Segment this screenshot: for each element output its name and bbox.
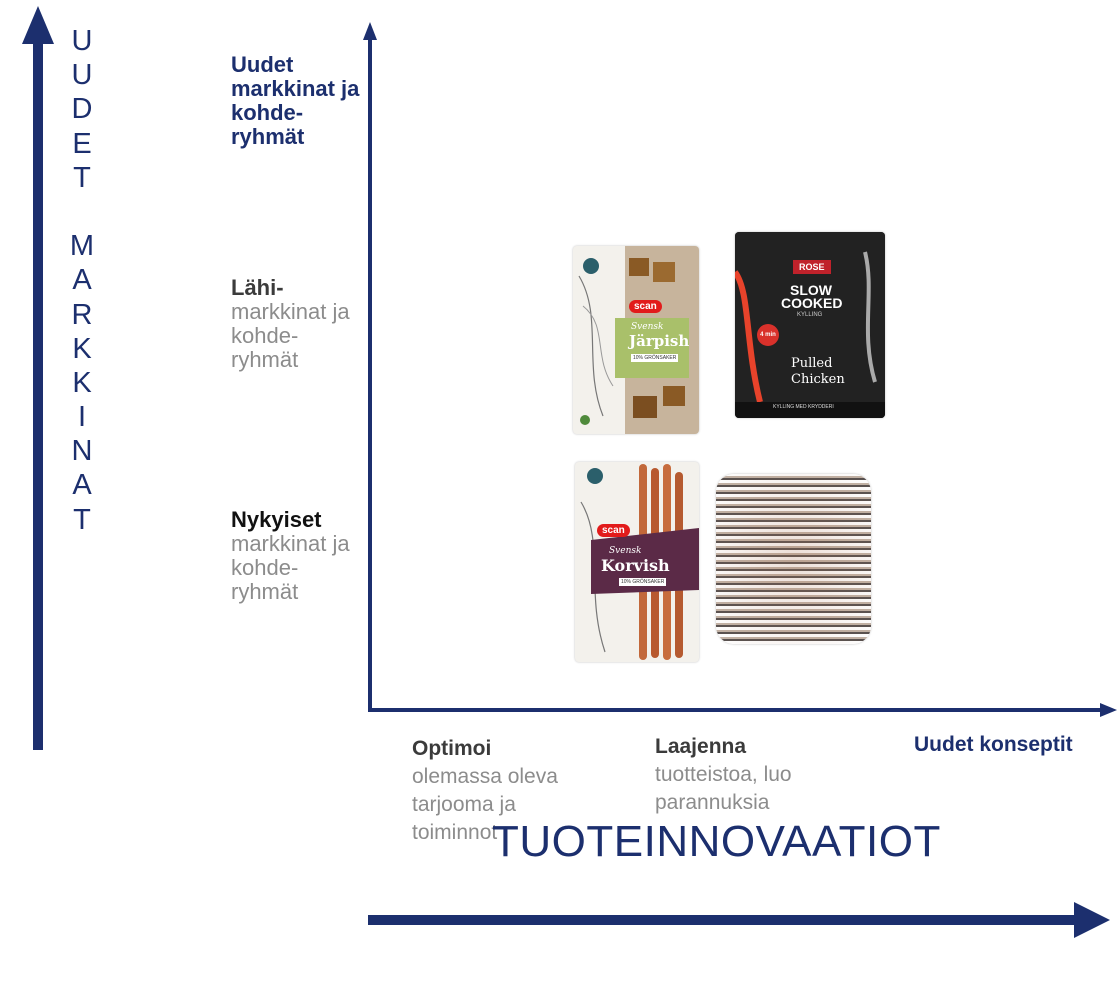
korvish-line: Svensk bbox=[609, 546, 642, 556]
korvish-name: Korvish bbox=[601, 556, 670, 575]
slow-cooked-footer: KYLLING MED KRYDDERI bbox=[773, 404, 834, 410]
jarpish-badge: 10% GRÖNSAKER bbox=[631, 354, 679, 362]
korvish-brand: scan bbox=[597, 524, 630, 537]
y-label-new-markets: Uudet markkinat ja kohde-ryhmät bbox=[231, 52, 360, 149]
slow-cooked-title: SLOW COOKED bbox=[781, 282, 843, 311]
jarpish-brand: scan bbox=[629, 300, 662, 313]
y-label-current-markets: Nykyiset markkinat ja kohde-ryhmät bbox=[231, 507, 350, 604]
vertical-title: U U D E T M A R K K I N A T bbox=[69, 25, 95, 536]
slow-cooked-sub: KYLLING bbox=[797, 312, 823, 318]
slow-cooked-time: 4 min bbox=[757, 324, 779, 346]
product-jarpish: scan Svensk Järpish 10% GRÖNSAKER bbox=[573, 246, 699, 434]
x-label-expand: Laajenna tuotteistoa, luo parannuksia bbox=[655, 735, 792, 814]
jarpish-line: Svensk bbox=[631, 322, 664, 332]
vertical-axis-arrow-left bbox=[22, 6, 54, 750]
x-label-optimize: Optimoi olemassa oleva tarjooma ja toimi… bbox=[412, 737, 558, 844]
y-label-near-markets: Lähi- markkinat ja kohde-ryhmät bbox=[231, 275, 350, 372]
rose-brand: ROSE bbox=[793, 260, 831, 274]
x-label-new-concepts: Uudet konseptit bbox=[914, 733, 1073, 756]
chicken-text: Chicken bbox=[791, 372, 845, 387]
obscured-overlay bbox=[716, 474, 871, 644]
product-slow-cooked-chicken: ROSE SLOW COOKED KYLLING 4 min Pulled Ch… bbox=[735, 232, 885, 418]
pulled-text: Pulled bbox=[791, 356, 833, 371]
bottom-title: TUOTEINNOVAATIOT bbox=[492, 817, 941, 866]
matrix-axes bbox=[363, 22, 1117, 717]
korvish-badge: 10% GRÖNSAKER bbox=[619, 578, 667, 586]
product-obscured bbox=[716, 474, 871, 644]
jarpish-name: Järpish bbox=[629, 332, 690, 350]
horizontal-arrow-bottom bbox=[368, 902, 1110, 938]
product-korvish: scan Svensk Korvish 10% GRÖNSAKER bbox=[575, 462, 699, 662]
